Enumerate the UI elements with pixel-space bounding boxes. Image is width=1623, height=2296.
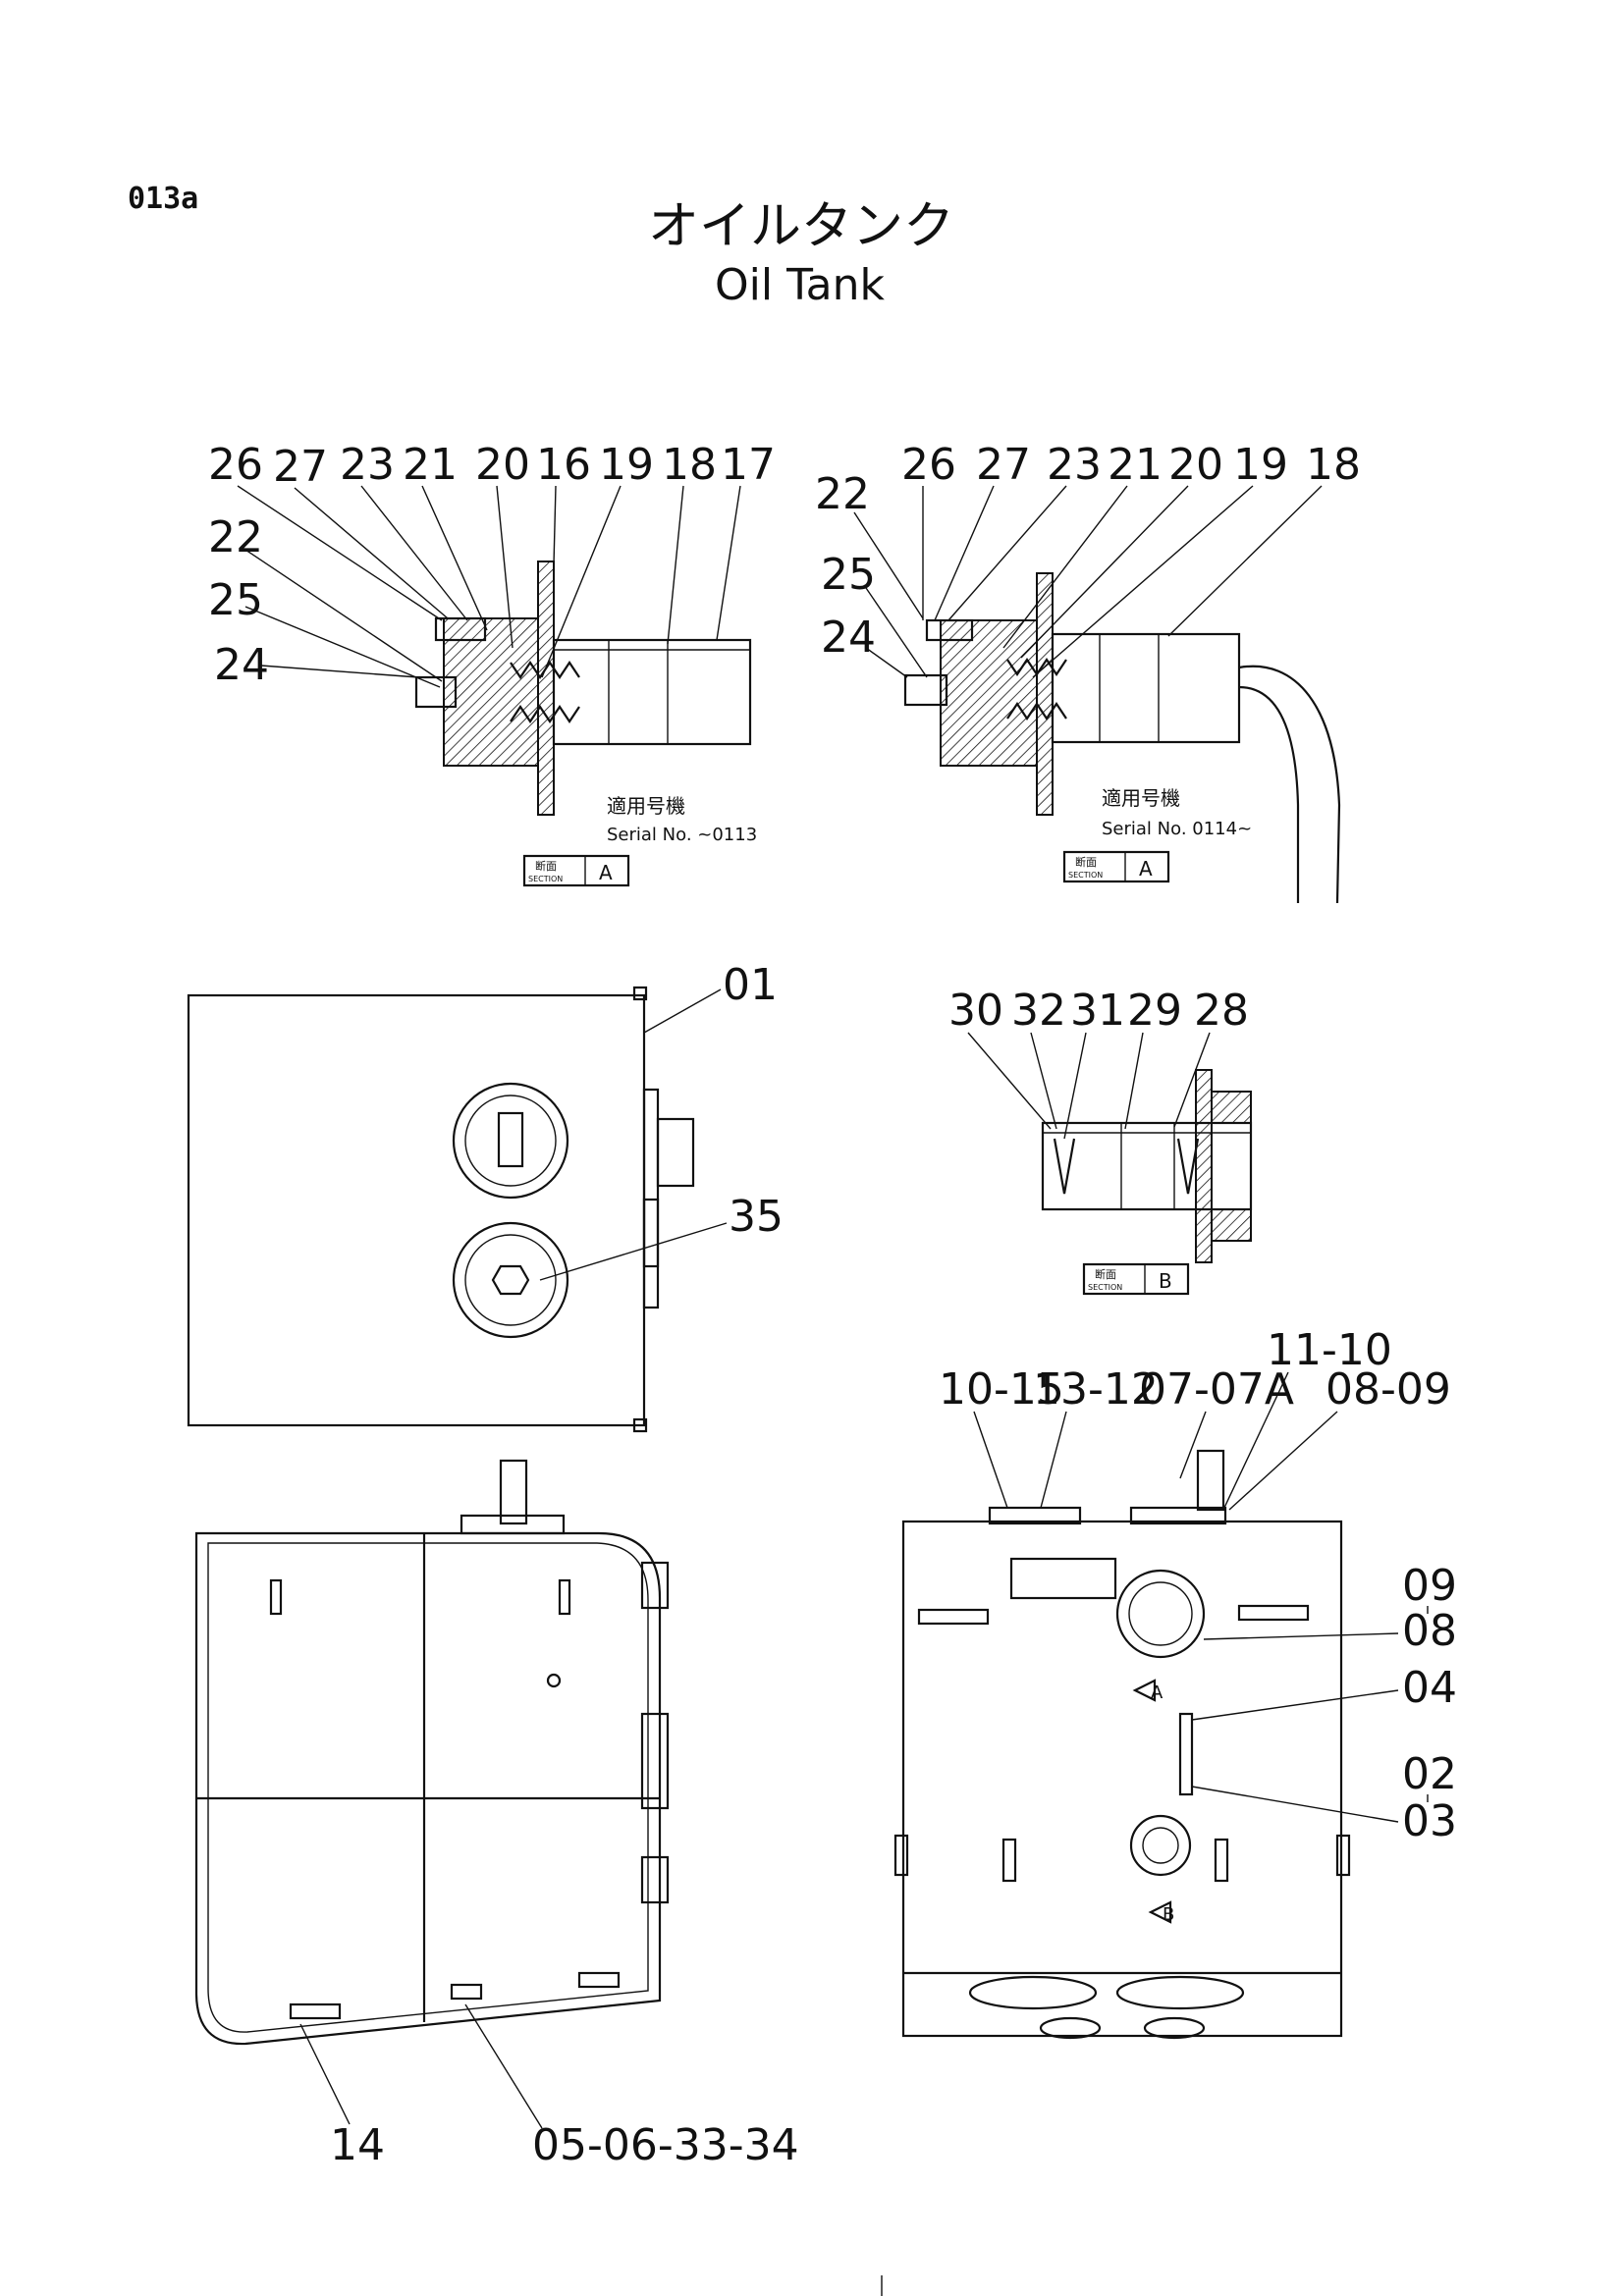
serial-left: Serial No. ~0113 — [607, 825, 757, 845]
callout-19: 19 — [599, 440, 654, 490]
section-tag-letter: A — [1139, 857, 1153, 881]
callout-26: 26 — [208, 440, 263, 490]
top-view-callouts: 01 35 — [539, 960, 784, 1281]
callout-24: 24 — [821, 613, 876, 663]
section-b-callouts: 30 32 31 29 28 — [948, 986, 1249, 1140]
callout-31: 31 — [1070, 986, 1125, 1036]
callout-23: 23 — [340, 440, 395, 490]
page-code: 013a — [128, 182, 198, 216]
tank-front-view — [893, 1449, 1351, 2040]
section-tag-letter: B — [1159, 1269, 1172, 1293]
serial-jp-left: 適用号機 — [607, 794, 685, 818]
callout-01: 01 — [723, 960, 778, 1010]
callout-35: 35 — [729, 1192, 784, 1242]
section-tag-word: 断面 — [1075, 855, 1097, 869]
section-a-left-tag: 断面 SECTION A — [522, 854, 630, 887]
callout-11-10: 11-10 — [1267, 1325, 1392, 1375]
callout-10-15: 10-15 — [939, 1364, 1064, 1415]
section-tag-word-en: SECTION — [1068, 871, 1103, 880]
section-a-left-callouts: 26 27 23 21 20 16 19 18 17 22 25 24 — [208, 440, 776, 690]
callout-07-07a: 07-07A — [1139, 1364, 1294, 1415]
section-a-right-tag: 断面 SECTION A — [1062, 850, 1170, 883]
callout-21: 21 — [403, 440, 458, 490]
callout-08-09: 08-09 — [1325, 1364, 1451, 1415]
title-english: Oil Tank — [715, 260, 886, 310]
callout-32: 32 — [1011, 986, 1066, 1036]
marker-a: A — [1151, 1682, 1163, 1703]
callout-17: 17 — [721, 440, 776, 490]
callout-03: 03 — [1402, 1796, 1457, 1846]
callout-19: 19 — [1233, 440, 1288, 490]
front-view-callouts: 10-15 13-12 07-07A 11-10 08-09 09 08 04 … — [939, 1325, 1457, 1846]
front-view-markers: A B — [1132, 1679, 1174, 1925]
section-b-tag: 断面 SECTION B — [1082, 1262, 1190, 1296]
callout-24: 24 — [214, 640, 269, 690]
section-tag-word-en: SECTION — [1088, 1283, 1122, 1292]
section-tag-letter: A — [599, 861, 613, 884]
serial-right: Serial No. 0114~ — [1102, 819, 1252, 839]
callout-21: 21 — [1108, 440, 1163, 490]
marker-b: B — [1163, 1904, 1174, 1925]
callout-25: 25 — [208, 575, 263, 625]
callout-27: 27 — [273, 442, 328, 492]
title-japanese: オイルタンク — [648, 197, 954, 256]
section-b-drawing — [1041, 1069, 1253, 1263]
callout-27: 27 — [976, 440, 1031, 490]
callout-05-06-33-34: 05-06-33-34 — [532, 2120, 799, 2170]
callout-02: 02 — [1402, 1749, 1457, 1799]
callout-25: 25 — [821, 550, 876, 600]
section-a-right-drawing — [903, 572, 1341, 904]
callout-09: 09 — [1402, 1561, 1457, 1611]
callout-22: 22 — [815, 469, 870, 519]
callout-22: 22 — [208, 512, 263, 562]
side-view-callouts: 14 05-06-33-34 — [299, 2003, 799, 2170]
callout-18: 18 — [1306, 440, 1361, 490]
serial-jp-right: 適用号機 — [1102, 786, 1180, 810]
section-a-left-drawing — [414, 561, 752, 816]
tank-top-view — [187, 986, 695, 1433]
callout-08: 08 — [1402, 1606, 1457, 1656]
callout-30: 30 — [948, 986, 1003, 1036]
callout-28: 28 — [1194, 986, 1249, 1036]
callout-13-12: 13-12 — [1033, 1364, 1159, 1415]
tank-side-view — [194, 1459, 670, 2046]
callout-16: 16 — [536, 440, 591, 490]
section-tag-word: 断面 — [1095, 1267, 1116, 1281]
callout-26: 26 — [901, 440, 956, 490]
callout-20: 20 — [1168, 440, 1223, 490]
callout-29: 29 — [1127, 986, 1182, 1036]
callout-20: 20 — [475, 440, 530, 490]
callout-18: 18 — [662, 440, 717, 490]
section-a-right-callouts: 26 27 23 21 20 19 18 22 25 24 — [815, 440, 1361, 678]
callout-04: 04 — [1402, 1663, 1457, 1713]
callout-14: 14 — [330, 2120, 385, 2170]
section-tag-word: 断面 — [535, 859, 557, 873]
callout-23: 23 — [1047, 440, 1102, 490]
section-tag-word-en: SECTION — [528, 875, 563, 883]
